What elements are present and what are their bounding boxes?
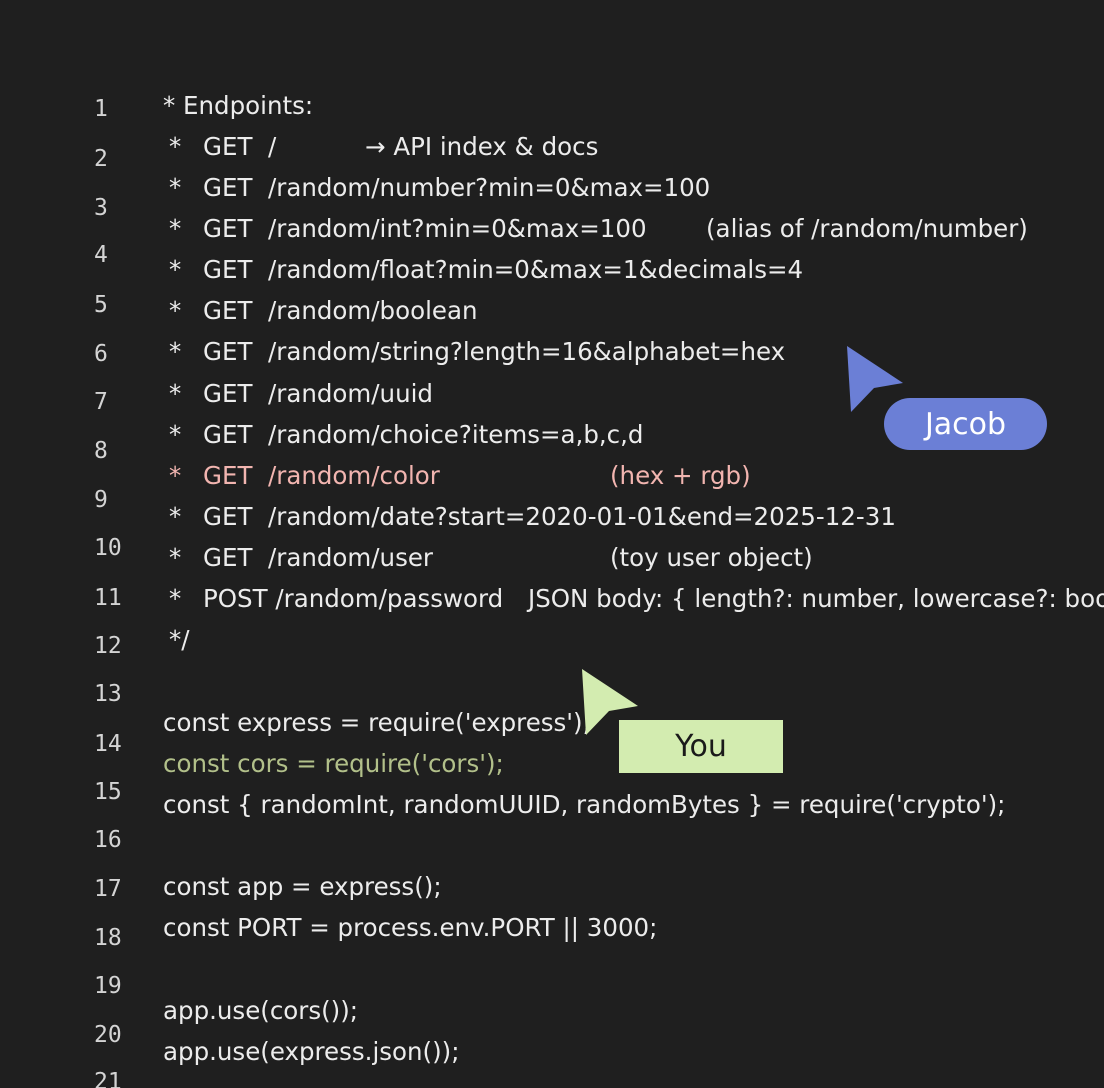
code-line: * GET /random/choice?items=a,b,c,d — [169, 420, 644, 449]
line-number: 19 — [94, 973, 122, 999]
line-number: 4 — [94, 242, 108, 268]
code-line: * GET /random/number?min=0&max=100 — [169, 173, 711, 202]
line-number-gutter: 1 2 3 4 5 6 7 8 9 10 11 12 13 14 15 16 1… — [0, 0, 140, 1088]
code-line: * GET /random/date?start=2020-01-01&end=… — [169, 502, 896, 531]
code-line: * GET /random/uuid — [169, 379, 433, 408]
line-number: 18 — [94, 925, 122, 951]
line-number: 13 — [94, 681, 122, 707]
line-number: 2 — [94, 146, 108, 172]
code-line: * GET /random/string?length=16&alphabet=… — [169, 337, 786, 366]
line-number: 1 — [94, 96, 108, 122]
line-number: 6 — [94, 341, 108, 367]
collaborator-cursor-you — [581, 668, 641, 738]
line-number: 9 — [94, 487, 108, 513]
code-line: const app = express(); — [163, 872, 442, 901]
code-line: * GET /random/user (toy user object) — [169, 543, 813, 572]
pointer-arrow-icon — [847, 346, 903, 412]
collaborator-tag-you: You — [619, 720, 783, 773]
line-number: 14 — [94, 731, 122, 757]
collaborator-name: Jacob — [924, 406, 1007, 442]
collaborator-tag-jacob: Jacob — [884, 398, 1047, 450]
code-line: app.use(cors()); — [163, 996, 359, 1025]
line-number: 12 — [94, 633, 122, 659]
code-line: * Endpoints: — [163, 91, 314, 120]
code-line: * GET / → API index & docs — [169, 132, 599, 161]
pointer-arrow-icon — [582, 669, 638, 735]
code-line: const PORT = process.env.PORT || 3000; — [163, 913, 658, 942]
code-line: * GET /random/float?min=0&max=1&decimals… — [169, 255, 804, 284]
code-line: const { randomInt, randomUUID, randomByt… — [163, 790, 1006, 819]
line-number: 7 — [94, 389, 108, 415]
line-number: 20 — [94, 1022, 122, 1048]
line-number: 21 — [94, 1069, 122, 1088]
line-number: 8 — [94, 438, 108, 464]
code-line: * POST /random/password JSON body: { len… — [169, 584, 1104, 613]
line-number: 15 — [94, 779, 122, 805]
code-line: */ — [169, 625, 190, 654]
code-line: const express = require('express'); — [163, 708, 591, 737]
code-line: app.use(express.json()); — [163, 1037, 460, 1066]
line-number: 10 — [94, 535, 122, 561]
code-line-highlighted-jacob: * GET /random/color (hex + rgb) — [169, 461, 751, 490]
line-number: 17 — [94, 876, 122, 902]
code-line-highlighted-you: const cors = require('cors'); — [163, 749, 504, 778]
line-number: 11 — [94, 585, 122, 611]
code-line: * GET /random/boolean — [169, 296, 478, 325]
code-line: * GET /random/int?min=0&max=100 (alias o… — [169, 214, 1028, 243]
line-number: 5 — [94, 292, 108, 318]
line-number: 3 — [94, 195, 108, 221]
collaborator-name: You — [675, 729, 727, 764]
line-number: 16 — [94, 827, 122, 853]
collaborator-cursor-jacob — [846, 345, 906, 415]
